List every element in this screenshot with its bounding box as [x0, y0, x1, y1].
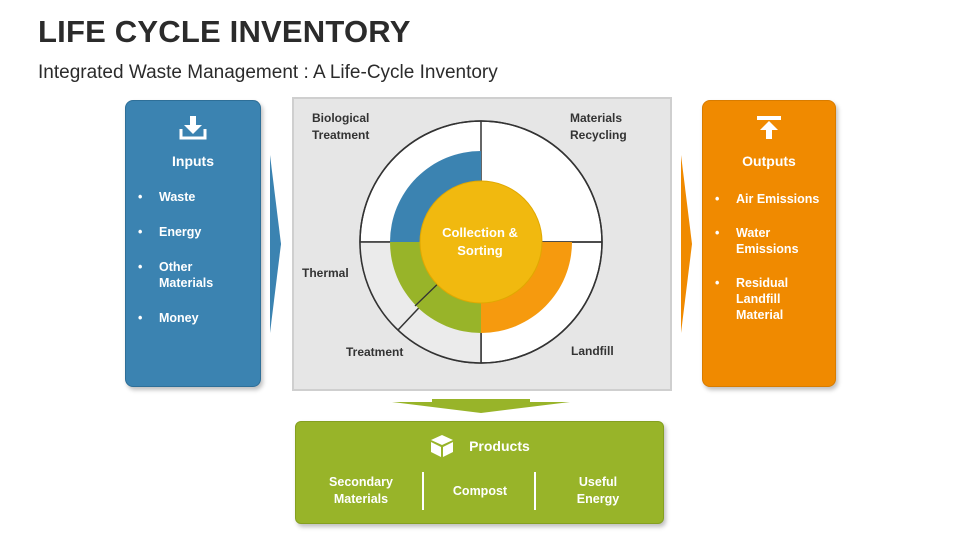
thermal-label: Thermal: [302, 266, 349, 280]
materials-label: Materials Recycling: [570, 111, 627, 142]
outputs-title: Outputs: [742, 153, 796, 169]
page-title: LIFE CYCLE INVENTORY: [38, 14, 411, 49]
inputs-list: Waste Energy Other Materials Money: [138, 189, 252, 345]
list-item: Waste: [138, 189, 252, 205]
treatment-label: Treatment: [346, 345, 404, 359]
list-item: Air Emissions: [715, 191, 827, 207]
biological-label: Biological Treatment: [312, 111, 370, 142]
download-icon: [126, 115, 260, 146]
list-item: Energy: [138, 224, 252, 240]
inputs-title: Inputs: [172, 153, 214, 169]
product-compost: Compost: [452, 484, 508, 498]
list-item: Water Emissions: [715, 225, 799, 257]
products-arrow: [392, 399, 570, 413]
product-useful-energy: Useful Energy: [576, 475, 620, 506]
upload-icon: [703, 115, 835, 146]
product-divider: [534, 472, 536, 510]
outputs-list: Air Emissions Water Emissions Residual L…: [715, 191, 827, 341]
box-icon: [431, 435, 454, 457]
center-circle: [419, 180, 543, 304]
list-item: Other Materials: [138, 259, 219, 291]
input-arrow: [270, 155, 281, 333]
page-subtitle: Integrated Waste Management : A Life-Cyc…: [38, 62, 498, 83]
center-label: Collection & Sorting: [442, 225, 518, 258]
list-item: Money: [138, 310, 252, 326]
inputs-panel: Inputs Waste Energy Other Materials Mone…: [125, 100, 261, 387]
outputs-panel: Outputs Air Emissions Water Emissions Re…: [702, 100, 836, 387]
output-arrow: [681, 155, 692, 333]
product-secondary-materials: Secondary Materials: [329, 475, 393, 506]
list-item: Residual Landfill Material: [715, 275, 827, 323]
product-divider: [422, 472, 424, 510]
landfill-label: Landfill: [571, 344, 614, 358]
products-panel: Products Secondary Materials Compost Use…: [295, 421, 664, 524]
products-title: Products: [469, 438, 530, 454]
